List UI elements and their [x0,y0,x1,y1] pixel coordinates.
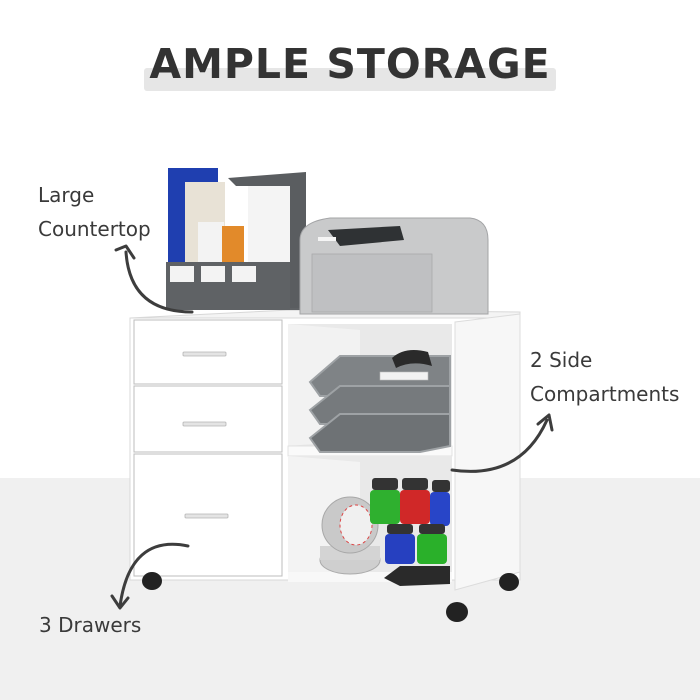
callout-drawers-line1: 3 Drawers [39,613,142,637]
callout-countertop: Large Countertop [38,178,151,246]
arrow-countertop-icon [124,250,194,314]
callout-countertop-line1: Large [38,183,95,207]
printer [299,217,489,315]
letter-trays [308,350,451,453]
casters [142,572,519,622]
callout-countertop-line2: Countertop [38,217,151,241]
page-title: AMPLE STORAGE [149,40,551,88]
arrow-drawers-icon [118,542,190,608]
supplies [319,478,450,586]
drawer-stack [133,319,283,577]
magazine-holder [166,168,306,310]
arrow-compartments-icon [450,418,549,473]
callout-drawers: 3 Drawers [39,608,141,642]
title-underline-bar [144,68,556,91]
callout-compartments-line1: 2 Side [530,348,593,372]
callout-arrows [110,244,554,610]
callout-compartments: 2 Side Compartments [530,343,679,411]
callout-compartments-line2: Compartments [530,382,680,406]
cabinet [129,309,521,622]
